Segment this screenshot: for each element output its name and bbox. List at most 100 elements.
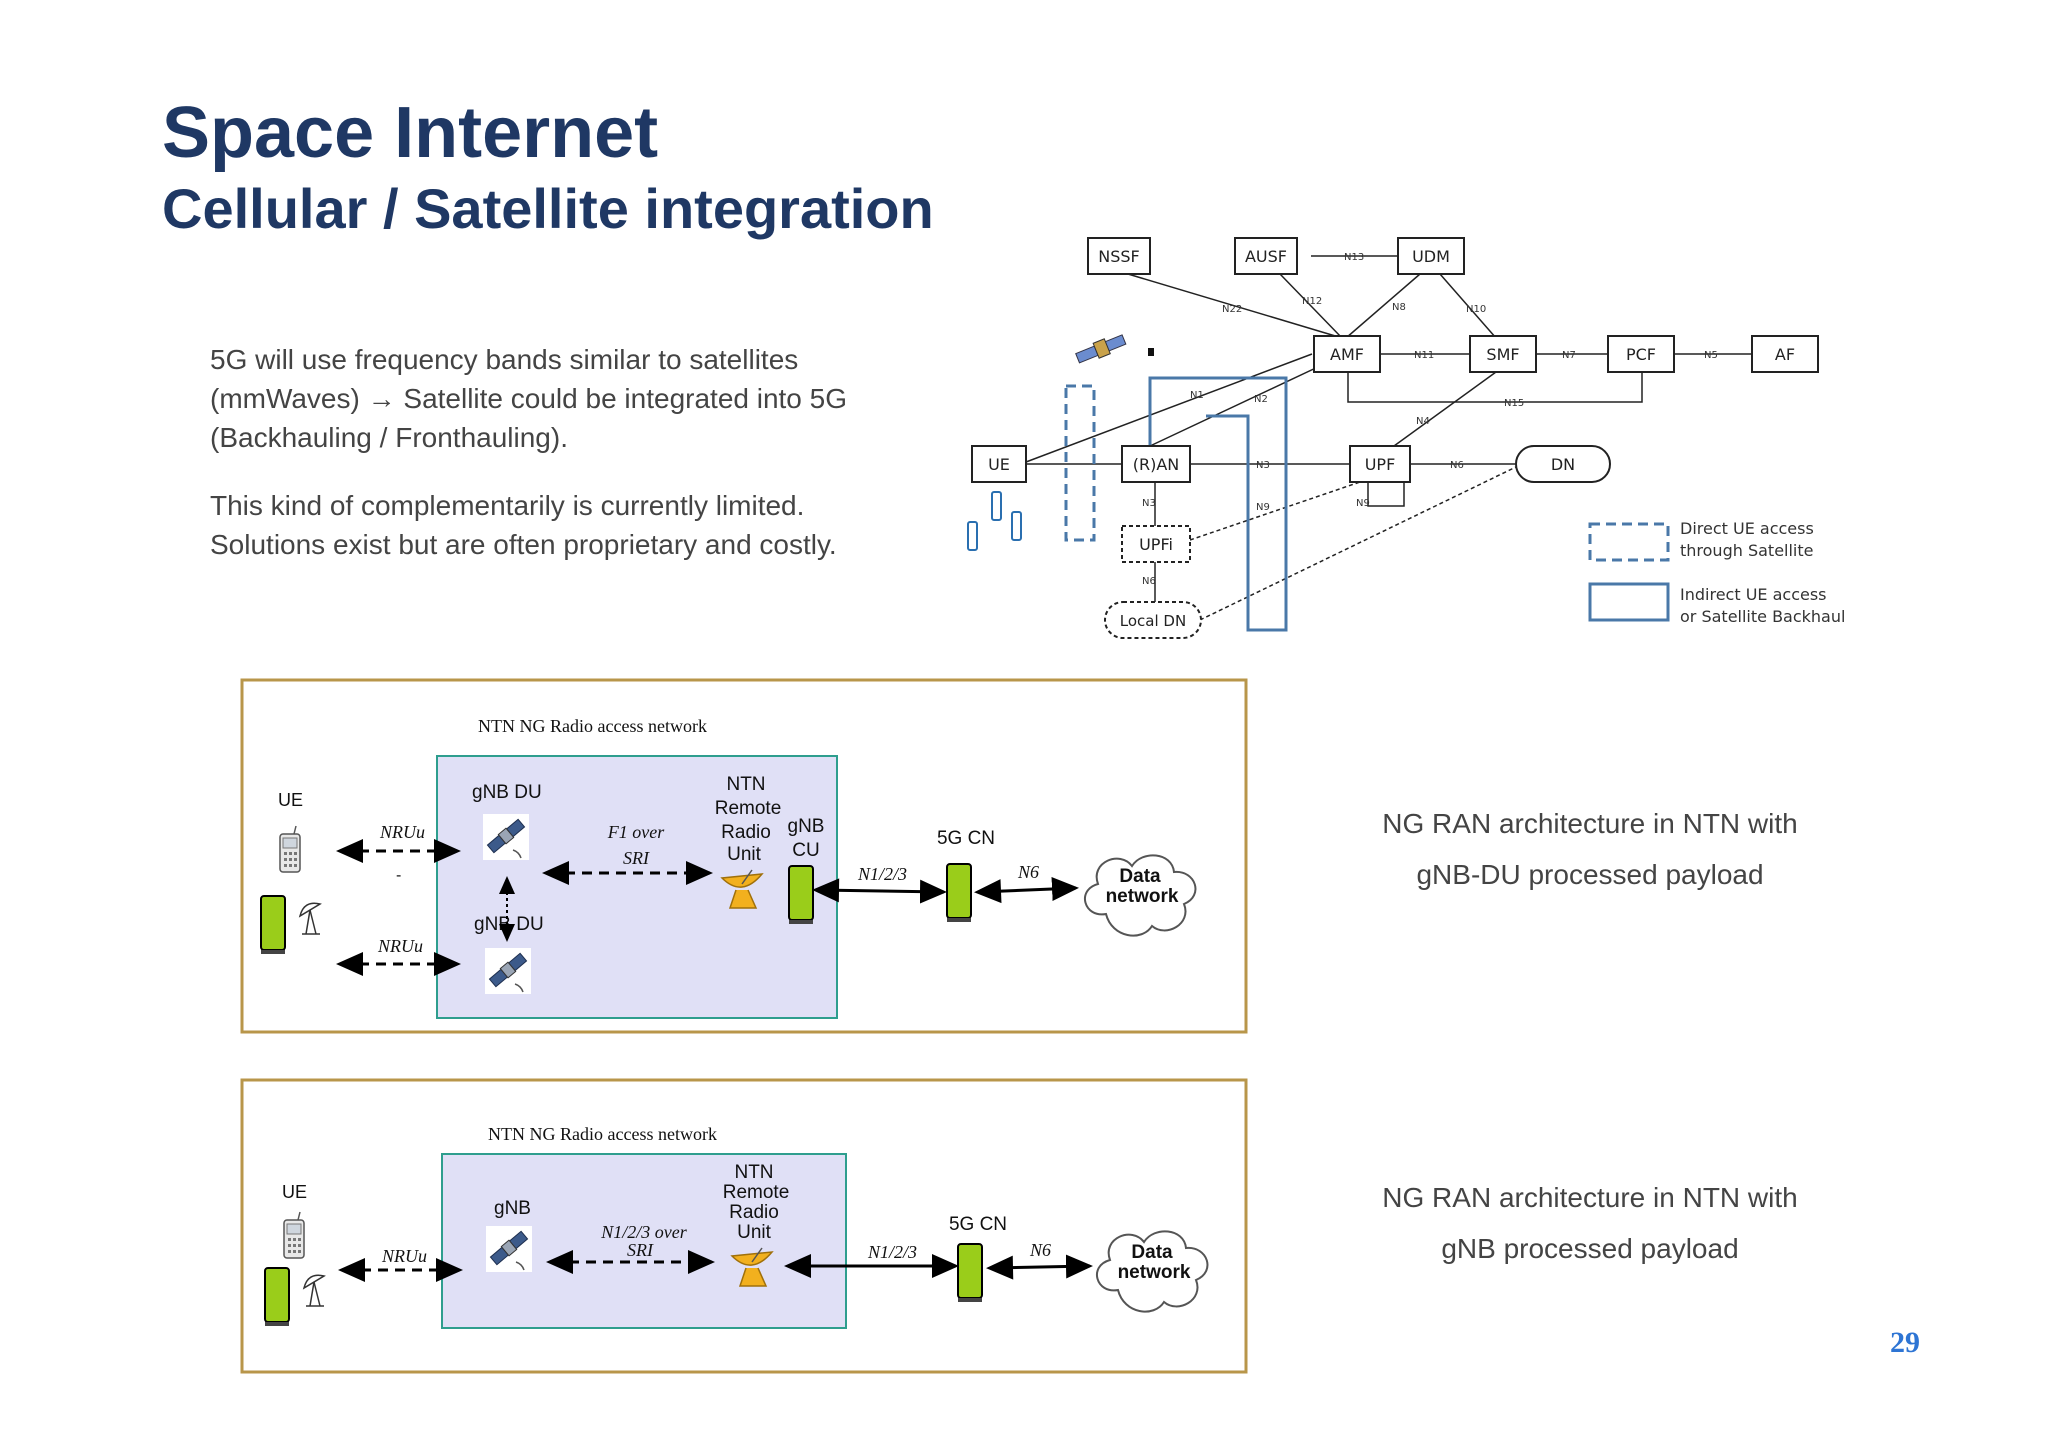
interface-label: N8 — [1392, 302, 1406, 313]
link-localdn-dn — [1199, 465, 1519, 621]
interface-label: N1 — [1190, 390, 1204, 401]
link-upfi-upf — [1189, 481, 1361, 541]
nruu-label: NRUu — [379, 822, 425, 842]
node-label: SMF — [1486, 345, 1519, 364]
legend-indirect-swatch — [1588, 582, 1670, 622]
data-network-label: network — [1106, 886, 1179, 907]
n6-link — [974, 877, 1079, 904]
phone-icon — [967, 521, 978, 551]
node-label: AMF — [1330, 345, 1364, 364]
page-title: Space Internet — [162, 93, 659, 173]
gnb-du-label: gNB DU — [474, 914, 544, 935]
ue-terminal-icon — [264, 1267, 290, 1327]
legend-direct-swatch — [1588, 522, 1670, 562]
satellite-icon — [484, 947, 532, 995]
caption-line: NG RAN architecture in NTN with — [1382, 1182, 1798, 1213]
paragraph-line: (mmWaves) → Satellite could be integrate… — [210, 383, 848, 414]
af-box — [1751, 335, 1819, 373]
core-network-icon — [946, 863, 972, 923]
n6-label: N6 — [1029, 1240, 1051, 1260]
n123-over-label: N1/2/3 over — [600, 1222, 687, 1242]
nruu-label: NRUu — [381, 1246, 427, 1266]
link-nssf-amf — [1127, 273, 1343, 339]
nssf-box — [1087, 237, 1151, 275]
gnb-du-label: gNB DU — [472, 782, 542, 803]
caption-line: gNB processed payload — [1441, 1233, 1739, 1264]
link-ue-amf — [1025, 353, 1313, 463]
link-upf-loop — [1367, 482, 1405, 507]
direct-satellite-path — [1064, 384, 1096, 542]
interface-label: N10 — [1466, 304, 1486, 315]
legend-label: Direct UE access — [1680, 519, 1814, 538]
paragraph-line: This kind of complementarily is currentl… — [210, 490, 805, 521]
node-label: UPF — [1365, 455, 1396, 474]
paragraph-line: 5G will use frequency bands similar to s… — [210, 344, 799, 375]
satellite-icon — [485, 1225, 533, 1273]
interface-label: N3 — [1256, 460, 1270, 471]
link-ausf-amf — [1279, 273, 1343, 339]
core-network-diagram — [967, 237, 1819, 639]
n123-over-label: SRI — [627, 1240, 654, 1260]
phone-icons — [967, 491, 1022, 551]
interface-label: N15 — [1504, 398, 1524, 409]
amf-box — [1313, 335, 1381, 373]
page-number: 29 — [1890, 1326, 1920, 1359]
interface-label: N6 — [1450, 460, 1464, 471]
caption-line: gNB-DU processed payload — [1416, 859, 1764, 890]
gnb-cu-label: CU — [792, 840, 819, 861]
smf-box — [1469, 335, 1537, 373]
paragraph-line: Solutions exist but are often proprietar… — [210, 529, 837, 560]
caption-line: NG RAN architecture in NTN with — [1382, 808, 1798, 839]
ntn-rru-label: Radio — [721, 822, 771, 843]
upf-box — [1349, 445, 1411, 483]
gnb-cu-label: gNB — [788, 816, 825, 837]
node-label: Local DN — [1120, 612, 1186, 630]
interface-label: N9 — [1356, 498, 1370, 509]
dn-box — [1515, 445, 1611, 483]
data-network-cloud-icon — [1084, 854, 1197, 937]
indirect-satellite-path — [1148, 376, 1288, 632]
dash-label: - — [396, 867, 401, 884]
node-label: AUSF — [1245, 247, 1287, 266]
ntn-rru-label: NTN — [734, 1162, 773, 1183]
cn-label: 5G CN — [949, 1214, 1007, 1235]
f1-label: SRI — [623, 848, 650, 868]
node-label: DN — [1551, 455, 1575, 474]
core-network-icon — [957, 1243, 983, 1303]
ausf-box — [1234, 237, 1298, 275]
data-network-label: Data — [1119, 866, 1161, 887]
interface-label: N11 — [1414, 350, 1434, 361]
page-subtitle: Cellular / Satellite integration — [162, 177, 934, 240]
interface-label: N12 — [1302, 296, 1322, 307]
interface-label: N9 — [1256, 502, 1270, 513]
interface-label: N6 — [1142, 576, 1156, 587]
architecture-panel-gnb-du: NTN NG Radio access network UE gNB DU gN… — [240, 678, 1248, 1034]
ue-terminal-icon — [260, 895, 286, 955]
node-label: (R)AN — [1133, 455, 1180, 474]
node-label: NSSF — [1098, 247, 1139, 266]
satellite-icon — [482, 813, 530, 861]
link-udm-amf — [1345, 273, 1421, 339]
gnb-cu-icon — [788, 865, 814, 925]
f1-label: F1 over — [607, 822, 665, 842]
interface-label: N7 — [1562, 350, 1576, 361]
data-network-label: network — [1118, 1262, 1191, 1283]
legend-label: Indirect UE access — [1680, 585, 1827, 604]
pcf-box — [1607, 335, 1675, 373]
link-smf-upf — [1393, 371, 1497, 447]
paragraph-intro: 5G will use frequency bands similar to s… — [210, 340, 930, 457]
interface-label: N3 — [1142, 498, 1156, 509]
node-label: UDM — [1412, 247, 1450, 266]
paragraph-limitations: This kind of complementarily is currentl… — [210, 486, 930, 564]
phone-icon — [1011, 511, 1022, 541]
ntn-rru-label: NTN — [726, 774, 765, 795]
udm-box — [1397, 237, 1465, 275]
link-ran-amf — [1149, 365, 1321, 447]
node-label: AF — [1775, 345, 1795, 364]
ue-box — [971, 445, 1027, 483]
nruu-label: NRUu — [377, 936, 423, 956]
n6-link — [986, 1254, 1093, 1280]
ue-label: UE — [278, 790, 303, 810]
link-udm-smf — [1439, 273, 1497, 339]
